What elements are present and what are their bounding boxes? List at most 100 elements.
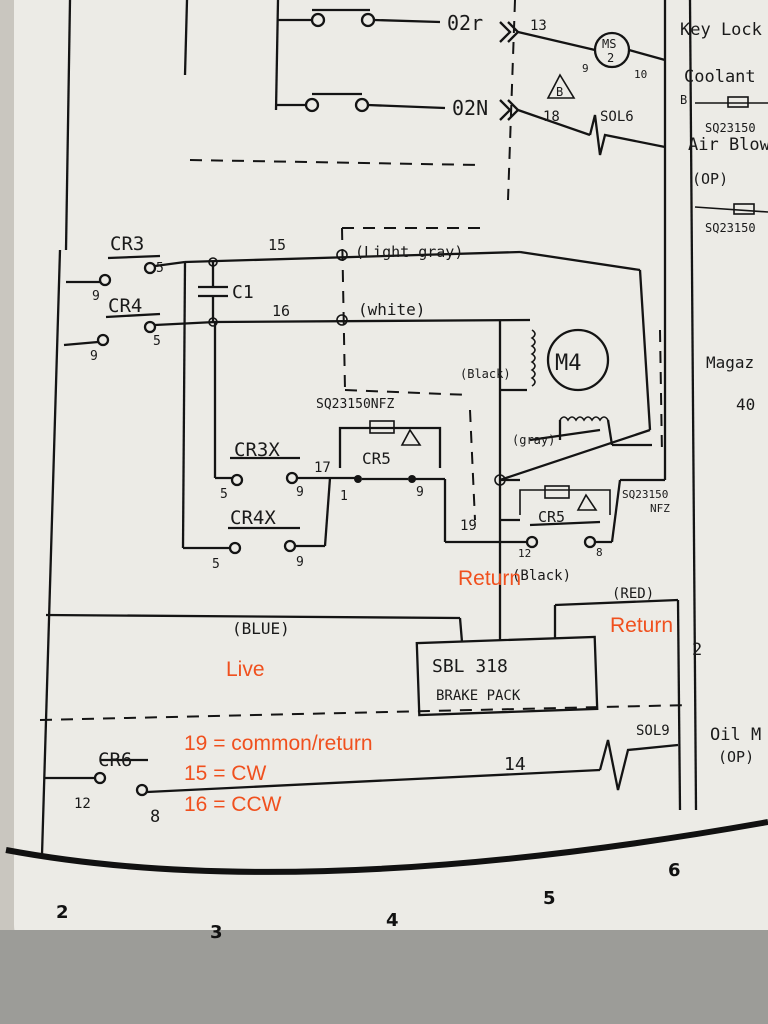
cr4-label: CR4 (108, 295, 142, 317)
cr4x-pin-left: 5 (212, 557, 220, 572)
annotation-return-2: Return (610, 614, 673, 637)
ruler-number-3: 3 (210, 922, 223, 943)
contact-open-3 (304, 97, 320, 113)
motor-circuit (39, 227, 691, 811)
wire-number-19: 19 (460, 518, 477, 534)
cr6-pin-right: 8 (150, 807, 160, 827)
cr5b-pin-left: 12 (518, 547, 531, 560)
ms2-pin-right: 10 (634, 68, 647, 81)
contact-open-1 (310, 12, 326, 28)
wire-15-color: (Light gray) (355, 243, 463, 261)
cr4x-contact-right (283, 539, 297, 553)
cr4-contact-right (143, 320, 157, 334)
cr5-pin-right: 9 (416, 485, 424, 500)
contact-open-2 (360, 12, 376, 28)
wire-gray-label: (gray) (512, 433, 555, 447)
cr5-pin-left: 1 (340, 489, 348, 504)
wire-16-color: (white) (358, 300, 425, 319)
sol9-label: SOL9 (636, 723, 670, 739)
number-2-label: 2 (692, 640, 702, 660)
wire-number-15: 15 (268, 236, 286, 254)
cr3x-label: CR3X (234, 439, 280, 461)
top-circuit: 02r 02N 13 18 MS 2 9 10 B SOL6 (183, 0, 667, 480)
wire-number-18: 18 (543, 109, 560, 125)
wire-number-13: 13 (530, 18, 547, 34)
op-label-2: (OP) (718, 748, 754, 766)
background-cloth (0, 930, 768, 1024)
ruler-number-5: 5 (543, 888, 556, 909)
cr4x-contact-left (228, 541, 242, 555)
cr6-pin-left: 12 (74, 796, 91, 812)
page-border (5, 0, 768, 875)
wire-number-17: 17 (314, 460, 331, 476)
cr4x-label: CR4X (230, 507, 276, 529)
ms2-pin-left: 9 (582, 62, 589, 75)
annotation-legend-ccw: 16 = CCW (184, 793, 282, 816)
cr4-pin-right: 5 (153, 334, 161, 349)
schematic-page (14, 0, 768, 955)
wire-red-label: (RED) (612, 586, 654, 602)
brake-pack-name: BRAKE PACK (436, 688, 521, 704)
cr6-label: CR6 (98, 749, 132, 771)
cr3-pin-right: 5 (156, 261, 164, 276)
annotation-live: Live (226, 658, 265, 681)
magazine-label: Magaz (706, 353, 754, 372)
sq23150-label-1: SQ23150 (705, 121, 756, 135)
sq23150-label-2: SQ23150 (705, 221, 756, 235)
wire-black2-label: (Black) (512, 568, 571, 584)
triangle-b-icon (546, 73, 576, 99)
cr5-sq-label: SQ23150NFZ (316, 397, 394, 412)
triangle-b-label: B (556, 85, 563, 99)
wire-label-02n: 02N (452, 96, 488, 120)
cr6-contact-right (135, 783, 149, 797)
cr5b-sq-label-2: NFZ (650, 502, 670, 515)
cr5-triangle-icon (400, 428, 422, 446)
ruler-number-6: 6 (668, 860, 681, 881)
brake-pack-box (415, 635, 599, 717)
annotation-legend-common: 19 = common/return (184, 732, 373, 755)
ms2-label-bottom: 2 (607, 51, 614, 65)
air-blow-label: Air Blow (688, 135, 768, 155)
brake-pack-model: SBL 318 (432, 656, 508, 677)
key-lock-label: Key Lock (680, 20, 762, 40)
wire-number-16: 16 (272, 302, 290, 320)
wire-black-label: (Black) (460, 367, 511, 381)
cr3x-pin-left: 5 (220, 487, 228, 502)
schematic-labels: CR3 9 5 CR4 9 5 C1 15 (Light gray) 16 (w… (74, 233, 670, 827)
cr5-main-label: CR5 (362, 449, 391, 468)
junction-16 (336, 314, 348, 326)
number-40-label: 40 (736, 395, 755, 414)
cr4-pin-left: 9 (90, 349, 98, 364)
cr5b-pin-right: 8 (596, 546, 603, 559)
c1-node-bottom (208, 317, 218, 327)
cr3-contact-left (98, 273, 112, 287)
coolant-label: Coolant (684, 67, 756, 87)
oil-m-label: Oil M (710, 725, 761, 745)
contact-open-4 (354, 97, 370, 113)
coolant-b-label: B (680, 93, 687, 107)
motor-m4-label: M4 (555, 351, 582, 376)
cr4x-pin-right: 9 (296, 555, 304, 570)
ruler-number-2: 2 (56, 902, 69, 923)
cr3x-contact-left (230, 473, 244, 487)
cr5b-sq-label-1: SQ23150 (622, 488, 668, 501)
ruler-numbers: 2 3 4 5 6 (56, 860, 681, 943)
wire-number-14: 14 (504, 754, 526, 775)
overlay-annotations: Return Return Live 19 = common/return 15… (184, 567, 673, 816)
cr5b-triangle-icon (576, 493, 598, 511)
right-labels: Key Lock Coolant B SQ23150 Air Blow (OP)… (680, 20, 768, 766)
cr3-contact-right (143, 261, 157, 275)
cr3x-contact-right (285, 471, 299, 485)
c1-label: C1 (232, 282, 254, 303)
cr5b-contact-right (583, 535, 597, 549)
ruler-number-4: 4 (386, 910, 399, 931)
sol6-label: SOL6 (600, 109, 634, 125)
wire-blue-label: (BLUE) (232, 619, 290, 638)
cr3x-pin-right: 9 (296, 485, 304, 500)
wire-label-02r: 02r (447, 11, 483, 35)
op-label-1: (OP) (692, 170, 728, 188)
cr3-pin-left: 9 (92, 289, 100, 304)
annotation-return-1: Return (458, 567, 521, 590)
